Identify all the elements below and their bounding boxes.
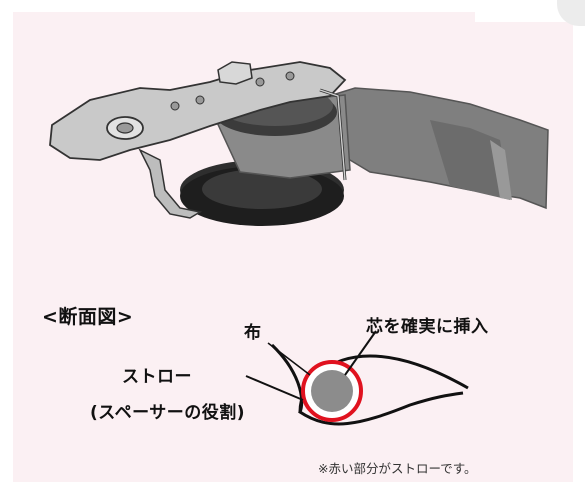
- rivet: [285, 71, 295, 81]
- rivet: [255, 77, 265, 87]
- bolt-head: [217, 61, 253, 85]
- wire-bracket-highlight: [319, 89, 346, 181]
- core-label: 芯を確実に挿入: [366, 317, 489, 337]
- rivet: [170, 101, 180, 111]
- straw-leader-line: [245, 375, 304, 401]
- metal-leg: [138, 148, 203, 219]
- straw-label: ストロー: [122, 367, 192, 387]
- fabric-outline-lower: [270, 343, 464, 426]
- lower-roller-face: [202, 169, 322, 209]
- plate-hole-inner: [116, 122, 134, 134]
- core-leader-line: [344, 330, 377, 376]
- cross-section-heading: <断面図>: [42, 306, 134, 328]
- footnote: ※赤い部分がストローです。: [318, 461, 477, 476]
- core-circle: [311, 370, 353, 412]
- rivet: [195, 95, 205, 105]
- cloth-label: 布: [244, 323, 262, 343]
- spacer-label: (スペーサーの役割): [90, 403, 246, 423]
- cloth-leader-line: [267, 342, 311, 376]
- fabric-edge: [490, 140, 512, 200]
